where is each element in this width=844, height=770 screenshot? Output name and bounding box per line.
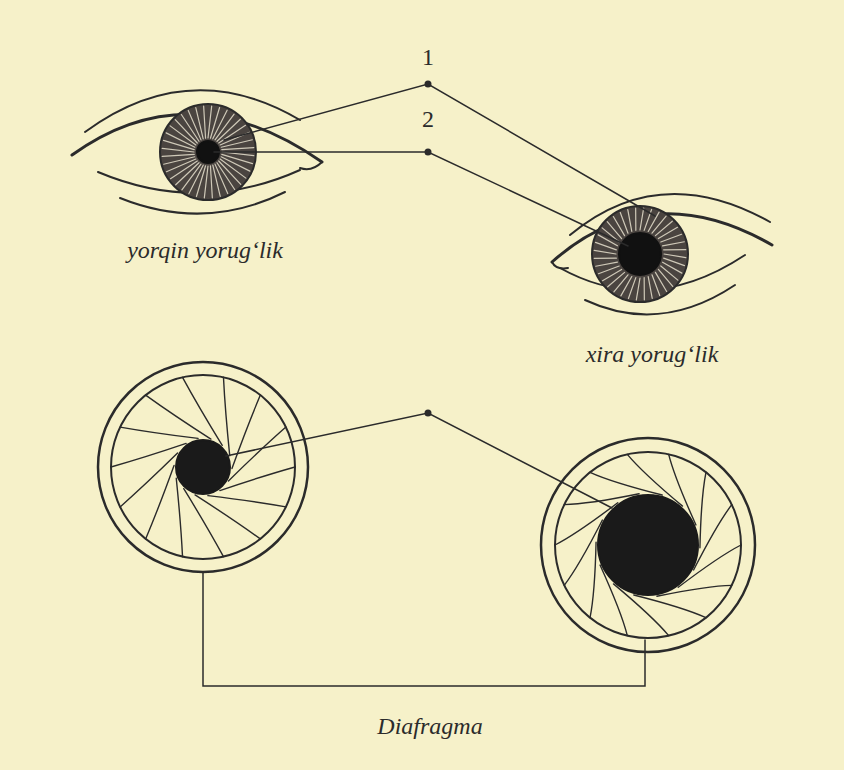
blade-stroke <box>184 489 224 557</box>
blade-stroke <box>223 377 229 455</box>
blade-stroke <box>694 505 732 570</box>
iris-stroke <box>608 272 625 286</box>
blade-stroke <box>146 395 211 439</box>
blade-stroke <box>208 496 286 507</box>
iris-stroke <box>188 110 201 139</box>
iris-stroke <box>621 277 632 296</box>
iris-stroke <box>204 166 208 198</box>
iris-stroke <box>162 154 194 156</box>
iris-stroke <box>663 262 682 273</box>
blade-stroke <box>700 472 706 547</box>
blade-stroke <box>590 472 662 495</box>
iris-stroke <box>594 250 616 254</box>
iris-stroke <box>598 266 619 274</box>
iris-stroke <box>661 234 682 242</box>
iris-stroke <box>594 258 616 259</box>
iris-stroke <box>658 269 672 286</box>
iris-stroke <box>661 266 678 280</box>
iris-stroke <box>655 221 672 235</box>
iris-stroke <box>210 166 212 198</box>
iris-stroke <box>614 275 628 292</box>
blade-stroke <box>590 542 596 617</box>
iris-stroke <box>635 208 636 230</box>
iris-stroke <box>652 275 660 296</box>
iris-stroke <box>596 262 618 266</box>
iris-stroke <box>663 242 685 246</box>
blade-stroke <box>564 520 602 585</box>
iris-stroke <box>652 216 666 233</box>
blade-stroke <box>634 595 706 618</box>
iris-stroke <box>648 277 652 299</box>
iris-stroke <box>222 148 254 150</box>
iris-stroke <box>636 278 640 300</box>
iris-stroke <box>620 212 628 233</box>
iris-stroke <box>607 222 621 239</box>
condition-label: xira yorug‘lik <box>572 340 732 368</box>
callout-number: 2 <box>408 106 448 133</box>
blade-stroke <box>183 377 223 445</box>
iris-stroke <box>644 278 645 300</box>
iris-stroke <box>213 165 220 196</box>
blade-stroke <box>176 478 182 556</box>
iris-stroke <box>164 157 195 164</box>
iris-stroke <box>221 140 252 147</box>
iris-stroke <box>640 208 644 230</box>
iris-stroke <box>664 249 686 250</box>
part-label: Diafragma <box>330 712 530 740</box>
iris-stroke <box>208 106 212 138</box>
iris-stroke <box>196 108 203 139</box>
iris-stroke <box>166 159 195 172</box>
callout-number: 1 <box>408 44 448 71</box>
condition-label: yorqin yorug‘lik <box>125 236 285 264</box>
iris-stroke <box>628 210 632 232</box>
iris-stroke <box>204 106 206 138</box>
blade-stroke <box>195 495 260 539</box>
iris-stroke <box>664 254 686 258</box>
iris-stroke <box>215 164 228 193</box>
blade-stroke <box>146 465 174 538</box>
blade-stroke <box>232 395 260 468</box>
blade-stroke <box>120 427 198 438</box>
iris-stroke <box>162 148 194 152</box>
blade-stroke <box>111 443 186 467</box>
